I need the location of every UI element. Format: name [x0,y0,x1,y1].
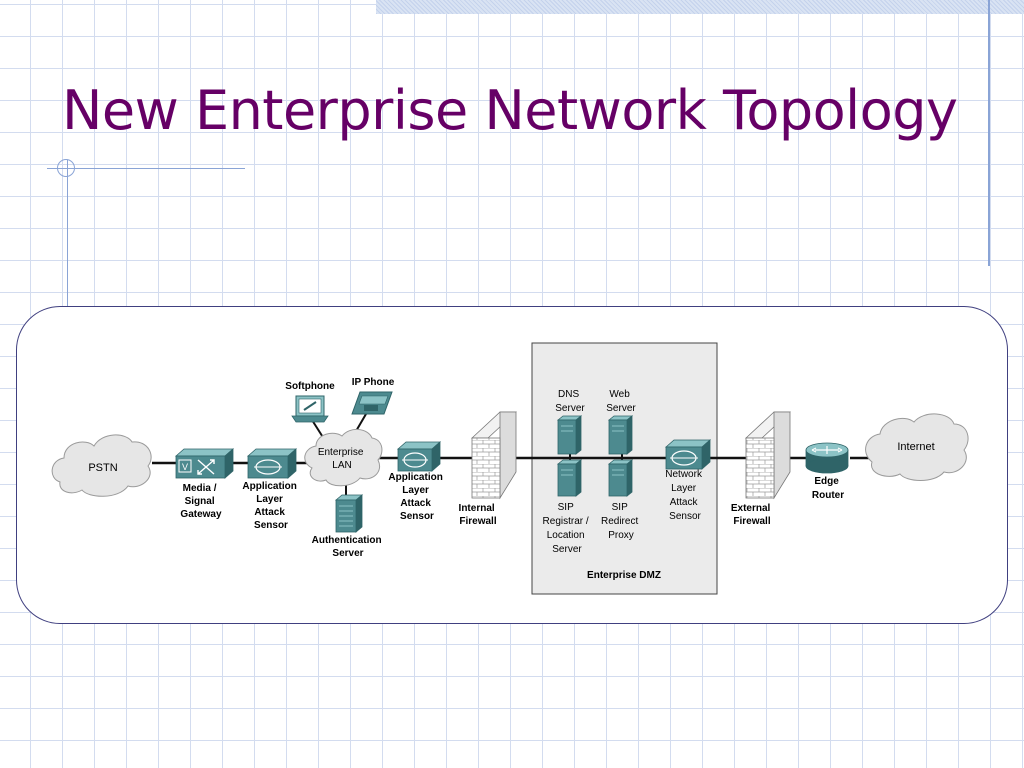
edge-router-icon [805,442,849,474]
web-server-label: Web Server [606,389,636,414]
network-links [152,456,870,465]
network-sensor-icon [664,439,712,470]
external-firewall-icon [744,411,792,500]
authentication-server-icon [334,494,364,533]
pstn-cloud-icon [51,434,152,497]
enterprise-lan-label: Enterprise LAN [318,447,366,471]
softphone-label: Softphone [285,381,335,392]
ip-phone-label: IP Phone [352,377,395,388]
application-sensor-mid-icon [396,441,442,472]
title-underline-rule [47,168,245,169]
authentication-server-label: Authentication Server [312,535,385,559]
internet-cloud-icon [865,413,969,481]
sip-redirect-proxy-label: SIP Redirect Proxy [601,502,641,541]
external-firewall-label: External Firewall [731,503,773,527]
crosshair-ornament [57,159,75,177]
left-decorative-line [67,160,68,306]
internal-firewall-icon [470,411,518,500]
media-gateway-label: Media / Signal Gateway [180,483,222,520]
top-decorative-band [376,0,1024,14]
ip-phone-icon [351,391,393,415]
application-sensor-left-icon [246,448,298,479]
application-sensor-mid-label: Application Layer Attack Sensor [388,472,445,522]
dmz-label: Enterprise DMZ [587,570,661,581]
softphone-icon [291,395,329,423]
pstn-label: PSTN [88,462,117,474]
sip-registrar-label: SIP Registrar / Location Server [543,502,592,555]
edge-router-label: Edge Router [812,476,844,501]
network-sensor-label: Network Layer Attack Sensor [665,469,704,522]
right-decorative-line [988,0,990,266]
dns-server-icon [556,415,583,455]
application-sensor-left-label: Application Layer Attack Sensor [242,481,299,531]
internet-label: Internet [897,441,934,453]
sip-registrar-server-icon [556,459,583,497]
svg-text:V: V [182,462,188,472]
enterprise-lan-cloud-icon [304,429,383,487]
sip-redirect-proxy-icon [607,459,634,497]
slide-title: New Enterprise Network Topology [62,79,958,142]
dns-server-label: DNS Server [555,389,585,414]
internal-firewall-label: Internal Firewall [459,503,498,527]
media-gateway-icon: V [174,448,235,479]
web-server-icon [607,415,634,455]
